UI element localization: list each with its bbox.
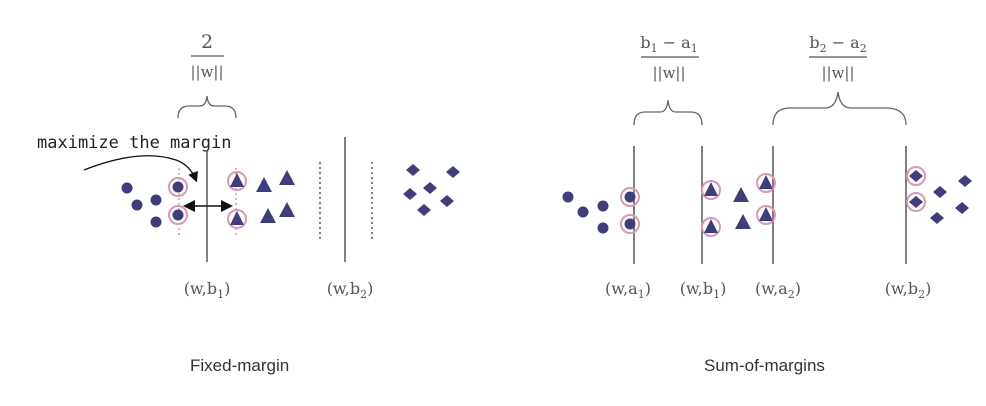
data-point-circle-support bbox=[172, 209, 184, 221]
data-point-triangle bbox=[279, 170, 295, 185]
sum-plane-label-a1: (w,a1) bbox=[605, 279, 651, 301]
data-point-triangle bbox=[735, 214, 751, 229]
sum-plane-label-a2: (w,a2) bbox=[755, 279, 801, 301]
fixed-plane-label-1: (w,b1) bbox=[184, 279, 231, 301]
data-point-diamond bbox=[955, 202, 969, 214]
sum-triangle-cluster bbox=[701, 173, 776, 237]
fixed-diamond-cluster bbox=[403, 164, 460, 216]
sum-margin2-denominator: ||w|| bbox=[821, 64, 854, 82]
fixed-plane-label-2: (w,b2) bbox=[327, 279, 374, 301]
sum-margin2-numerator: b2 − a2 bbox=[809, 33, 866, 55]
data-point-triangle bbox=[279, 202, 295, 217]
fixed-margin-caption: Fixed-margin bbox=[190, 356, 290, 375]
fixed-margin-panel: 2 ||w|| maximize the margin bbox=[37, 31, 460, 301]
support-vector-ring bbox=[168, 177, 188, 197]
support-vector-ring bbox=[620, 214, 640, 234]
fixed-triangle-cluster bbox=[227, 170, 295, 229]
support-vector-ring bbox=[906, 166, 926, 186]
fixed-width-label-denominator: ||w|| bbox=[190, 63, 223, 81]
data-point-circle-support bbox=[624, 191, 636, 203]
data-point-triangle-support bbox=[704, 219, 718, 233]
data-point-circle bbox=[150, 216, 162, 228]
sum-diamond-cluster bbox=[906, 166, 972, 224]
data-point-diamond-support bbox=[909, 170, 923, 182]
data-point-triangle-support bbox=[230, 211, 244, 225]
data-point-diamond bbox=[403, 188, 417, 200]
support-vector-ring bbox=[227, 209, 247, 229]
support-vector-ring bbox=[756, 205, 776, 225]
data-point-triangle bbox=[256, 177, 272, 192]
data-point-diamond bbox=[446, 166, 460, 178]
data-point-diamond bbox=[423, 182, 437, 194]
data-point-circle bbox=[597, 222, 609, 234]
sum-margin1-numerator: b1 − a1 bbox=[640, 33, 697, 55]
support-vector-ring bbox=[701, 180, 721, 200]
fixed-circle-cluster bbox=[121, 177, 188, 228]
sum-circle-cluster bbox=[562, 187, 640, 234]
data-point-circle bbox=[150, 194, 162, 206]
sum-plane-label-b2: (w,b2) bbox=[885, 279, 932, 301]
data-point-diamond bbox=[406, 164, 420, 176]
sum-of-margins-panel: b1 − a1 ||w|| b2 − a2 ||w|| bbox=[562, 33, 972, 301]
data-point-circle-support bbox=[172, 181, 184, 193]
support-vector-ring bbox=[756, 173, 776, 193]
data-point-circle-support bbox=[624, 218, 636, 230]
data-point-circle bbox=[121, 182, 133, 194]
data-point-diamond bbox=[958, 175, 972, 187]
data-point-triangle-support bbox=[759, 207, 773, 221]
sum-margin1-brace bbox=[633, 99, 703, 126]
support-vector-ring bbox=[168, 205, 188, 225]
data-point-triangle bbox=[260, 208, 276, 223]
data-point-triangle-support bbox=[230, 173, 244, 187]
data-point-diamond bbox=[440, 195, 454, 207]
fixed-width-label-numerator: 2 bbox=[201, 31, 213, 53]
data-point-circle bbox=[562, 191, 574, 203]
support-vector-ring bbox=[906, 192, 926, 212]
support-vector-ring bbox=[620, 187, 640, 207]
sum-margin2-brace bbox=[772, 91, 907, 126]
sum-margin1-denominator: ||w|| bbox=[652, 64, 685, 82]
sum-plane-label-b1: (w,b1) bbox=[680, 279, 727, 301]
data-point-triangle-support bbox=[704, 182, 718, 196]
fixed-margin-brace bbox=[177, 95, 237, 119]
data-point-diamond bbox=[933, 186, 947, 198]
data-point-diamond bbox=[417, 204, 431, 216]
data-point-circle bbox=[597, 200, 609, 212]
data-point-circle bbox=[577, 206, 589, 218]
data-point-diamond bbox=[930, 212, 944, 224]
maximize-margin-annotation: maximize the margin bbox=[37, 133, 231, 153]
data-point-triangle bbox=[733, 187, 749, 202]
annotation-arrow bbox=[83, 155, 198, 183]
support-vector-ring bbox=[701, 217, 721, 237]
data-point-circle bbox=[131, 199, 143, 211]
data-point-triangle-support bbox=[759, 175, 773, 189]
sum-of-margins-caption: Sum-of-margins bbox=[704, 356, 825, 375]
support-vector-ring bbox=[227, 171, 247, 191]
data-point-diamond-support bbox=[909, 196, 923, 208]
